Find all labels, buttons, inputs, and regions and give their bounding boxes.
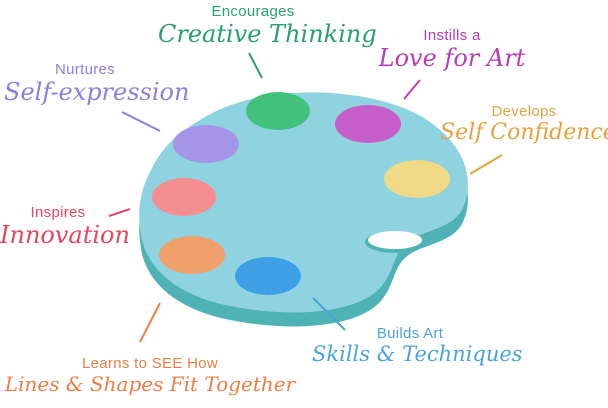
label-lines-big: Lines & Shapes Fit Together (4, 372, 296, 396)
label-innovation: Inspires Innovation (0, 204, 130, 249)
label-creative-big: Creative Thinking (158, 20, 377, 48)
label-lines-shapes: Learns to SEE How Lines & Shapes Fit Tog… (0, 356, 300, 394)
label-creative-thinking: Encourages Creative Thinking (158, 3, 377, 48)
paint-blob-orange (159, 236, 225, 274)
label-self-expression: Nurtures Self-expression (4, 61, 190, 106)
label-innovation-small: Inspires (30, 204, 86, 221)
connector-lines-shapes (139, 302, 161, 343)
label-love-small: Instills a (423, 27, 481, 44)
connector-confidence (469, 154, 503, 175)
label-self-expression-big: Self-expression (4, 78, 190, 106)
label-confidence-big: Self Confidence (440, 120, 608, 145)
label-lines-small: Learns to SEE How (82, 355, 218, 372)
label-self-expression-small: Nurtures (55, 61, 115, 78)
connector-love (403, 79, 421, 100)
paint-blob-green (246, 92, 310, 130)
connector-techniques (312, 297, 346, 331)
thumb-hole-inner (368, 231, 422, 249)
paint-blob-magenta (335, 105, 401, 143)
label-creative-small: Encourages (211, 3, 295, 20)
label-techniques-big: Skills & Techniques (312, 342, 523, 366)
paint-blob-lavender (173, 125, 239, 163)
paint-blob-yellow (384, 160, 450, 198)
label-skills-techniques: Builds Art Skills & Techniques (312, 325, 523, 366)
label-love-for-art: Instills a Love for Art (372, 28, 532, 70)
label-innovation-big: Innovation (0, 221, 130, 249)
paint-blob-pink (152, 178, 216, 216)
connector-innovation (108, 208, 131, 217)
connector-creative (248, 52, 263, 79)
label-techniques-small: Builds Art (376, 325, 444, 342)
paint-blob-blue (235, 257, 301, 295)
label-confidence-small: Develops (491, 103, 557, 120)
label-self-confidence: Develops Self Confidence (440, 104, 608, 144)
label-love-big: Love for Art (378, 44, 526, 72)
connector-self-expression (121, 111, 161, 132)
